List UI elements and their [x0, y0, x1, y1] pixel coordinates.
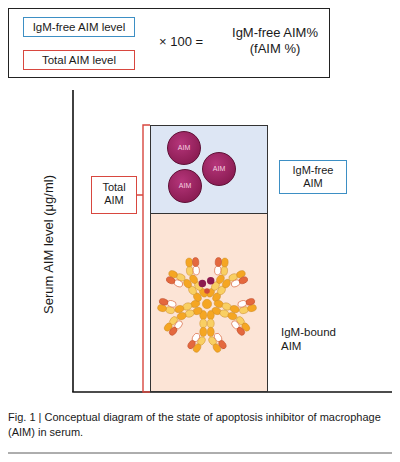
node-text: Total AIM: [92, 181, 136, 207]
figure-caption: Fig. 1 | Conceptual diagram of the state…: [8, 410, 392, 441]
molecule-label: AIM: [203, 153, 235, 185]
aim-molecule: AIM: [168, 169, 202, 203]
y-axis: [72, 90, 74, 392]
numerator-box: IgM-free AIM level: [23, 17, 135, 37]
aim-molecule: AIM: [167, 131, 201, 165]
formula-box: × 100 =IgM-free AIM% (fAIM %) IgM-free AI…: [8, 8, 330, 78]
caption-rule: [8, 453, 392, 454]
total-label-box: Total AIM: [91, 176, 137, 214]
aim-molecule: AIM: [202, 152, 236, 186]
node-text: IgM-free AIM: [279, 160, 347, 194]
node-text: IgM-bound AIM: [281, 326, 351, 354]
node-text: IgM-free AIM level: [24, 21, 134, 35]
node-text: IgM-free AIM% (fAIM %): [225, 25, 325, 56]
node-text: Total AIM level: [24, 54, 134, 68]
node-text: × 100 =: [159, 34, 229, 50]
total-bracket: [137, 125, 150, 392]
molecule-label: AIM: [169, 170, 201, 202]
denominator-box: Total AIM level: [23, 50, 135, 70]
axis-label: Serum AIM level (μg/ml): [41, 115, 56, 375]
igm-free-band: IgM-free AIMAIMAIMAIM: [150, 125, 268, 214]
igm-bound-band: IgM-bound AIM: [150, 213, 268, 392]
molecule-label: AIM: [168, 132, 200, 164]
